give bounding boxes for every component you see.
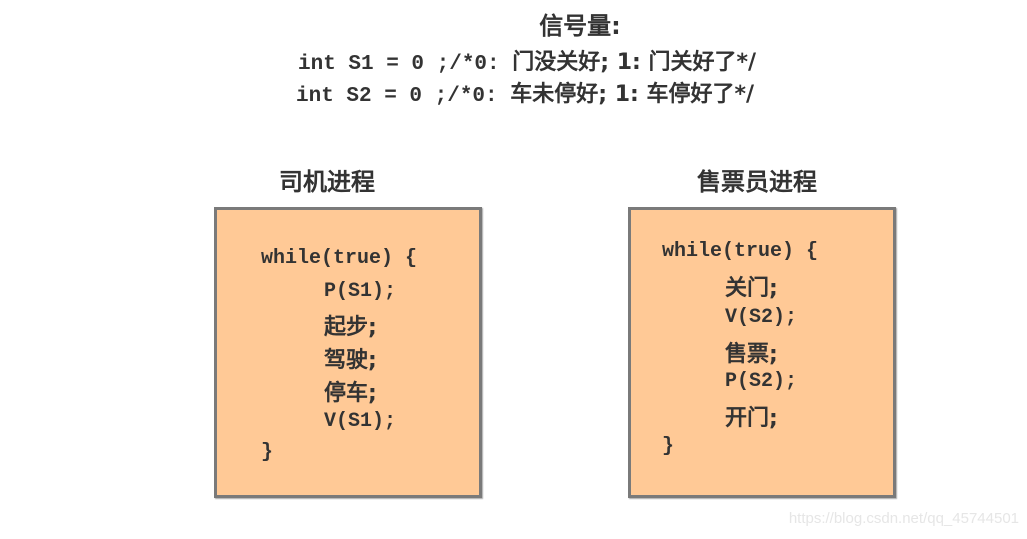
driver-process-box: while(true) { P(S1); 起步; 驾驶; 停车; V(S1); … bbox=[214, 207, 482, 498]
conductor-process-box: while(true) { 关门; V(S2); 售票; P(S2); 开门; … bbox=[628, 207, 896, 498]
declaration-s2: int S2 = 0 ;/*0: 车未停好; 1: 车停好了*/ bbox=[296, 76, 754, 108]
code-line: } bbox=[261, 441, 274, 464]
code-line: } bbox=[662, 435, 675, 458]
semaphore-title: 信号量: bbox=[539, 12, 621, 40]
declaration-comment: 门没关好; 1: 门关好了*/ bbox=[512, 50, 757, 75]
declaration-code: int S2 = 0 ;/*0: bbox=[296, 85, 511, 108]
code-line: V(S2); bbox=[725, 306, 798, 329]
declaration-comment: 车未停好; 1: 车停好了*/ bbox=[510, 82, 755, 107]
watermark: https://blog.csdn.net/qq_45744501 bbox=[788, 510, 1019, 527]
code-line: P(S1); bbox=[324, 280, 397, 303]
code-line: 开门; bbox=[725, 406, 778, 431]
code-line: V(S1); bbox=[324, 410, 397, 433]
code-line: while(true) { bbox=[662, 240, 819, 263]
driver-process-title: 司机进程 bbox=[279, 168, 375, 196]
code-line: 驾驶; bbox=[324, 348, 377, 373]
declaration-code: int S1 = 0 ;/*0: bbox=[298, 53, 513, 76]
code-line: P(S2); bbox=[725, 370, 798, 393]
code-line: 停车; bbox=[324, 381, 377, 406]
code-line: 售票; bbox=[725, 342, 778, 367]
conductor-process-title: 售票员进程 bbox=[697, 168, 817, 196]
code-line: 关门; bbox=[725, 276, 778, 301]
code-line: while(true) { bbox=[261, 247, 418, 270]
code-line: 起步; bbox=[324, 315, 377, 340]
declaration-s1: int S1 = 0 ;/*0: 门没关好; 1: 门关好了*/ bbox=[298, 44, 756, 76]
